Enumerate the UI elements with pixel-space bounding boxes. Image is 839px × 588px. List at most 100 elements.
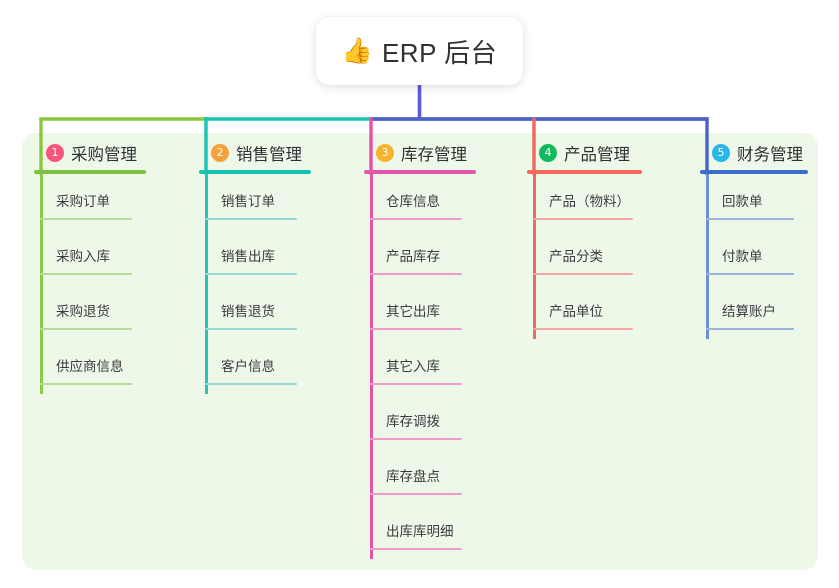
- branch-header-财务管理[interactable]: 5 财务管理: [700, 140, 808, 166]
- leaf-item-rule: [370, 327, 462, 330]
- branch-spine: [205, 174, 208, 394]
- branch-spine: [370, 174, 373, 559]
- branch-header-label: 销售管理: [236, 146, 302, 164]
- leaf-item-label: 产品库存: [386, 249, 440, 264]
- leaf-item-label: 回款单: [722, 194, 763, 209]
- leaf-item[interactable]: 产品单位: [527, 284, 642, 339]
- leaf-item-label: 库存调拨: [386, 414, 440, 429]
- branch-header-销售管理[interactable]: 2 销售管理: [199, 140, 311, 166]
- leaf-item[interactable]: 采购订单: [34, 174, 146, 229]
- branch-column-销售管理: 2 销售管理销售订单销售出库销售退货客户信息: [199, 140, 311, 394]
- branch-header-产品管理[interactable]: 4 产品管理: [527, 140, 642, 166]
- branch-number-badge: 4: [539, 144, 557, 162]
- leaf-item-rule: [205, 382, 297, 385]
- leaf-item-rule: [370, 492, 462, 495]
- branch-header-label: 财务管理: [737, 146, 803, 164]
- leaf-item[interactable]: 回款单: [700, 174, 808, 229]
- leaf-item-label: 付款单: [722, 249, 763, 264]
- branch-leaf-list: 销售订单销售出库销售退货客户信息: [199, 174, 311, 394]
- leaf-item[interactable]: 库存盘点: [364, 449, 476, 504]
- leaf-item-rule: [205, 217, 297, 220]
- leaf-item-label: 产品分类: [549, 249, 603, 264]
- leaf-item-rule: [205, 327, 297, 330]
- leaf-item[interactable]: 销售出库: [199, 229, 311, 284]
- branch-header-label: 产品管理: [564, 146, 630, 164]
- leaf-item[interactable]: 结算账户: [700, 284, 808, 339]
- leaf-item[interactable]: 产品分类: [527, 229, 642, 284]
- branch-column-库存管理: 3 库存管理仓库信息产品库存其它出库其它入库库存调拨库存盘点出库库明细: [364, 140, 476, 559]
- leaf-item[interactable]: 产品库存: [364, 229, 476, 284]
- branch-column-产品管理: 4 产品管理产品（物料） 产品分类产品单位: [527, 140, 642, 339]
- branch-header-rule: [34, 170, 146, 174]
- leaf-item-rule: [40, 272, 132, 275]
- leaf-item-label: 其它入库: [386, 359, 440, 374]
- leaf-item[interactable]: 出库库明细: [364, 504, 476, 559]
- leaf-item-rule: [533, 272, 633, 275]
- leaf-item-rule: [40, 327, 132, 330]
- branch-header-label: 库存管理: [401, 146, 467, 164]
- leaf-item-rule: [706, 327, 794, 330]
- leaf-item[interactable]: 采购退货: [34, 284, 146, 339]
- branch-header-采购管理[interactable]: 1 采购管理: [34, 140, 146, 166]
- leaf-item[interactable]: 采购入库: [34, 229, 146, 284]
- leaf-item[interactable]: 仓库信息: [364, 174, 476, 229]
- content-panel: [22, 133, 818, 570]
- branch-header-label: 采购管理: [71, 146, 137, 164]
- leaf-item-rule: [205, 272, 297, 275]
- branch-number-badge: 5: [712, 144, 730, 162]
- leaf-item-label: 客户信息: [221, 359, 275, 374]
- leaf-item-label: 供应商信息: [56, 359, 124, 374]
- branch-header-rule: [527, 170, 642, 174]
- leaf-item-rule: [533, 217, 633, 220]
- branch-spine: [533, 174, 536, 339]
- branch-leaf-list: 产品（物料） 产品分类产品单位: [527, 174, 642, 339]
- branch-header-rule: [700, 170, 808, 174]
- leaf-item-rule: [706, 272, 794, 275]
- branch-spine: [40, 174, 43, 394]
- branch-number-badge: 3: [376, 144, 394, 162]
- branch-header-rule: [364, 170, 476, 174]
- branch-leaf-list: 仓库信息产品库存其它出库其它入库库存调拨库存盘点出库库明细: [364, 174, 476, 559]
- leaf-item[interactable]: 其它出库: [364, 284, 476, 339]
- branch-number-badge: 2: [211, 144, 229, 162]
- leaf-item-label: 销售退货: [221, 304, 275, 319]
- leaf-item-rule: [370, 217, 462, 220]
- branch-leaf-list: 回款单付款单结算账户: [700, 174, 808, 339]
- leaf-item[interactable]: 供应商信息: [34, 339, 146, 394]
- leaf-item[interactable]: 库存调拨: [364, 394, 476, 449]
- branch-spine: [706, 174, 709, 339]
- root-title-card: 👍 ERP 后台: [316, 17, 523, 85]
- thumbs-up-icon: 👍: [341, 36, 373, 65]
- leaf-item-rule: [706, 217, 794, 220]
- branch-column-财务管理: 5 财务管理回款单付款单结算账户: [700, 140, 808, 339]
- leaf-item[interactable]: 销售订单: [199, 174, 311, 229]
- leaf-item-label: 产品（物料）: [549, 194, 630, 209]
- leaf-item[interactable]: 产品（物料）: [527, 174, 642, 229]
- leaf-item-rule: [40, 217, 132, 220]
- leaf-item-label: 采购订单: [56, 194, 110, 209]
- leaf-item[interactable]: 客户信息: [199, 339, 311, 394]
- branch-header-库存管理[interactable]: 3 库存管理: [364, 140, 476, 166]
- leaf-item-rule: [370, 382, 462, 385]
- leaf-item[interactable]: 其它入库: [364, 339, 476, 394]
- leaf-item-label: 出库库明细: [386, 524, 454, 539]
- leaf-item-label: 采购退货: [56, 304, 110, 319]
- leaf-item-label: 产品单位: [549, 304, 603, 319]
- leaf-item-label: 采购入库: [56, 249, 110, 264]
- leaf-item-label: 库存盘点: [386, 469, 440, 484]
- leaf-item-label: 结算账户: [722, 304, 776, 319]
- leaf-item-rule: [370, 547, 462, 550]
- leaf-item-label: 销售订单: [221, 194, 275, 209]
- branch-header-rule: [199, 170, 311, 174]
- leaf-item[interactable]: 付款单: [700, 229, 808, 284]
- branch-leaf-list: 采购订单采购入库采购退货供应商信息: [34, 174, 146, 394]
- leaf-item-rule: [370, 437, 462, 440]
- leaf-item[interactable]: 销售退货: [199, 284, 311, 339]
- leaf-item-rule: [533, 327, 633, 330]
- leaf-item-label: 其它出库: [386, 304, 440, 319]
- branch-number-badge: 1: [46, 144, 64, 162]
- leaf-item-rule: [40, 382, 132, 385]
- branch-column-采购管理: 1 采购管理采购订单采购入库采购退货供应商信息: [34, 140, 146, 394]
